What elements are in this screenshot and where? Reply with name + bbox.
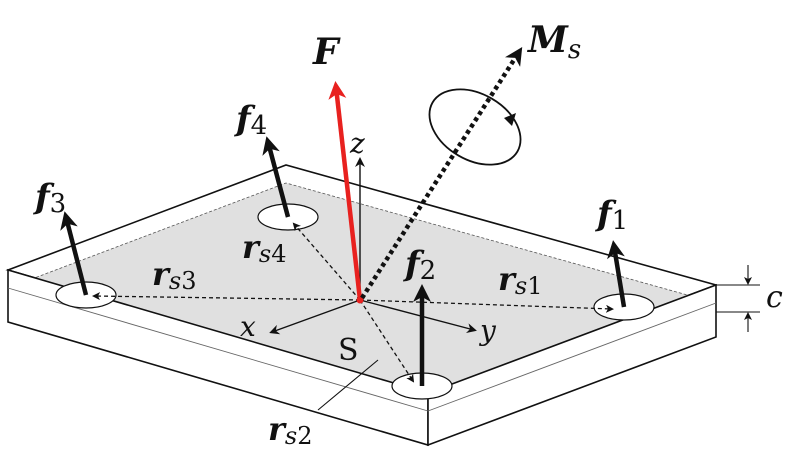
label-rs3: rs3 [152, 255, 196, 295]
vector-rs4 [292, 222, 361, 301]
label-f2: f2 [403, 244, 436, 286]
label-y: y [478, 314, 497, 347]
plate-mid-edge-left [7, 287, 429, 412]
axis-x [269, 299, 361, 335]
thickness-indicator [716, 265, 760, 332]
label-S: S [338, 333, 359, 368]
label-f4: f4 [234, 99, 267, 141]
label-F: F [312, 31, 341, 73]
label-z: z [349, 127, 365, 160]
leader-line-rs2 [317, 359, 379, 411]
rotation-indicator [428, 88, 522, 166]
force-arrow-f3 [60, 211, 89, 296]
axis-y [359, 299, 477, 334]
label-rs4: rs4 [242, 228, 286, 268]
force-arrow-F [328, 81, 363, 301]
label-Ms: Ms [526, 19, 581, 65]
label-c: c [766, 280, 783, 315]
vector-rs1 [359, 299, 614, 313]
plate-mid-edge-right [427, 302, 717, 412]
label-x: x [240, 310, 256, 343]
label-f3: f3 [33, 177, 66, 219]
label-rs1: rs1 [498, 260, 542, 300]
vector-rs2 [359, 299, 415, 383]
vector-rs3 [92, 292, 361, 301]
label-rs2: rs2 [268, 410, 312, 450]
origin-point-S [356, 296, 364, 304]
plate-right-face [427, 283, 717, 447]
label-f1: f1 [595, 194, 628, 236]
moment-arrow-Ms [360, 46, 523, 300]
force-arrow-f1 [607, 240, 627, 308]
force-arrow-f4 [262, 136, 291, 218]
